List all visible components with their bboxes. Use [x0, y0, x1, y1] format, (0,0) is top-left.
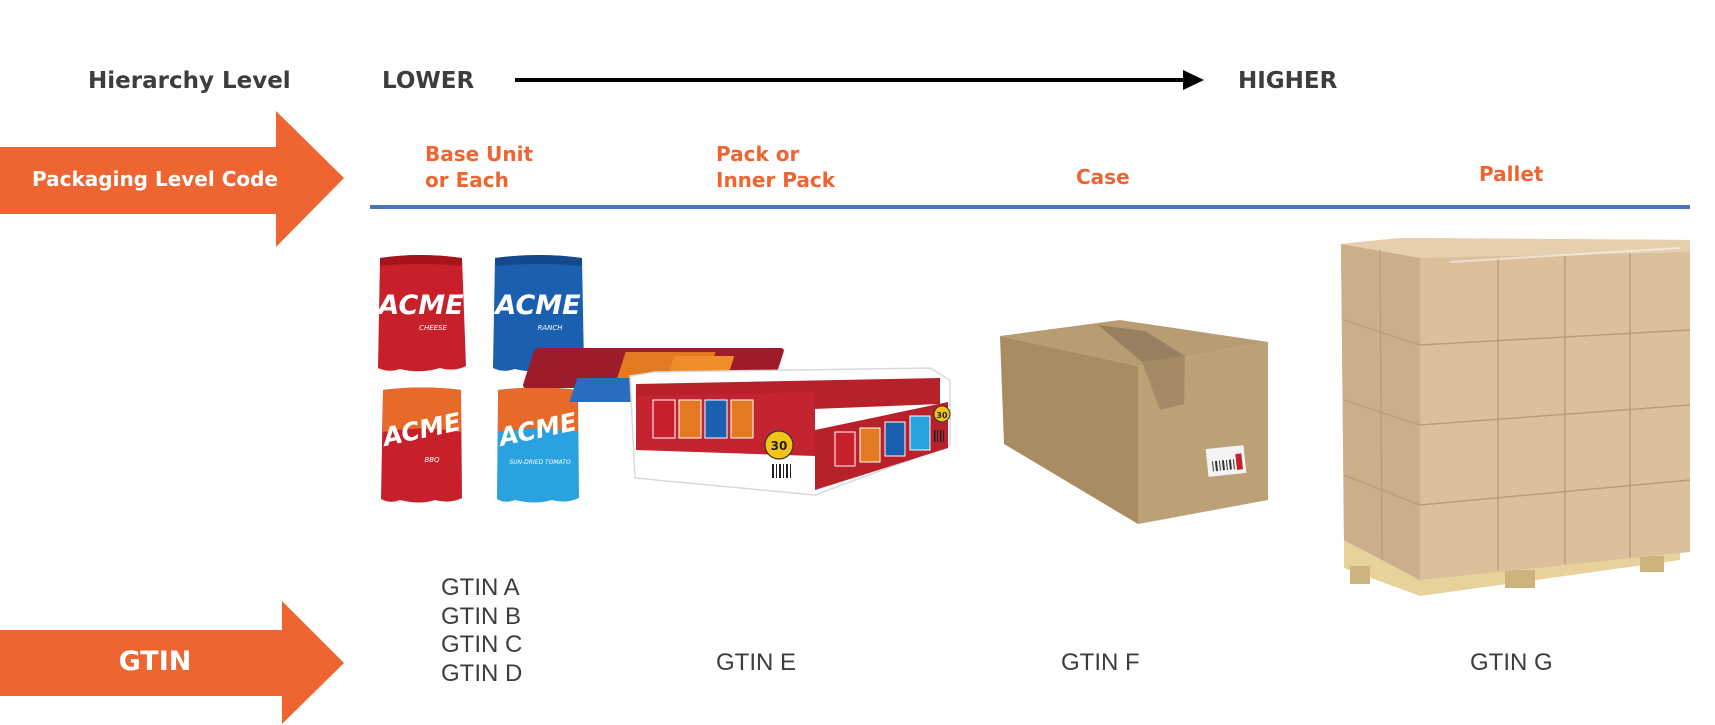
packaging-level-arrow: [0, 111, 344, 247]
packaging-level-code-label: Packaging Level Code: [32, 167, 278, 191]
hierarchy-level-label: Hierarchy Level: [88, 68, 291, 94]
svg-text:SUN-DRIED TOMATO: SUN-DRIED TOMATO: [509, 459, 571, 466]
svg-text:RANCH: RANCH: [537, 324, 563, 332]
gtin-label: GTIN: [118, 646, 192, 677]
case-box-image: [1000, 320, 1268, 524]
gtin-e: GTIN E: [716, 649, 797, 676]
hierarchy-direction-arrow: [515, 70, 1204, 90]
hierarchy-lower-label: LOWER: [382, 68, 475, 94]
svg-text:ACME: ACME: [493, 290, 581, 321]
level-pallet: Pallet: [1479, 162, 1544, 186]
chip-bag-cheese: ACME CHEESE: [376, 255, 466, 372]
gtin-g: GTIN G: [1470, 649, 1553, 676]
gtin-d: GTIN D: [441, 659, 523, 687]
base-unit-gtin-list: GTIN A GTIN B GTIN C GTIN D: [441, 574, 522, 688]
gtin-c: GTIN C: [441, 631, 523, 658]
svg-text:30: 30: [771, 439, 788, 453]
svg-text:BBQ: BBQ: [424, 456, 440, 464]
gtin-b: GTIN B: [441, 602, 522, 630]
bag-brand-text: ACME: [376, 290, 464, 321]
svg-text:CHEESE: CHEESE: [419, 324, 447, 332]
svg-text:30: 30: [936, 411, 948, 420]
inner-pack-tray-image: 30 30: [523, 348, 951, 496]
level-base-unit: Base Unit or Each: [425, 142, 534, 192]
gtin-arrow: [0, 601, 344, 724]
level-pack: Pack or Inner Pack: [716, 142, 836, 192]
hierarchy-higher-label: HIGHER: [1238, 68, 1338, 94]
level-case: Case: [1076, 165, 1130, 189]
chip-bag-ranch: ACME RANCH: [493, 255, 584, 372]
chip-bag-sun-dried-tomato: ACME SUN-DRIED TOMATO: [494, 387, 579, 503]
chip-bag-bbq: ACME BBQ: [378, 387, 463, 503]
pallet-image: [1341, 238, 1691, 596]
base-unit-bags-image: ACME CHEESE ACME RANCH ACME BBQ ACME SUN…: [376, 255, 584, 503]
gtin-a: GTIN A: [441, 574, 520, 601]
gtin-f: GTIN F: [1061, 649, 1140, 676]
